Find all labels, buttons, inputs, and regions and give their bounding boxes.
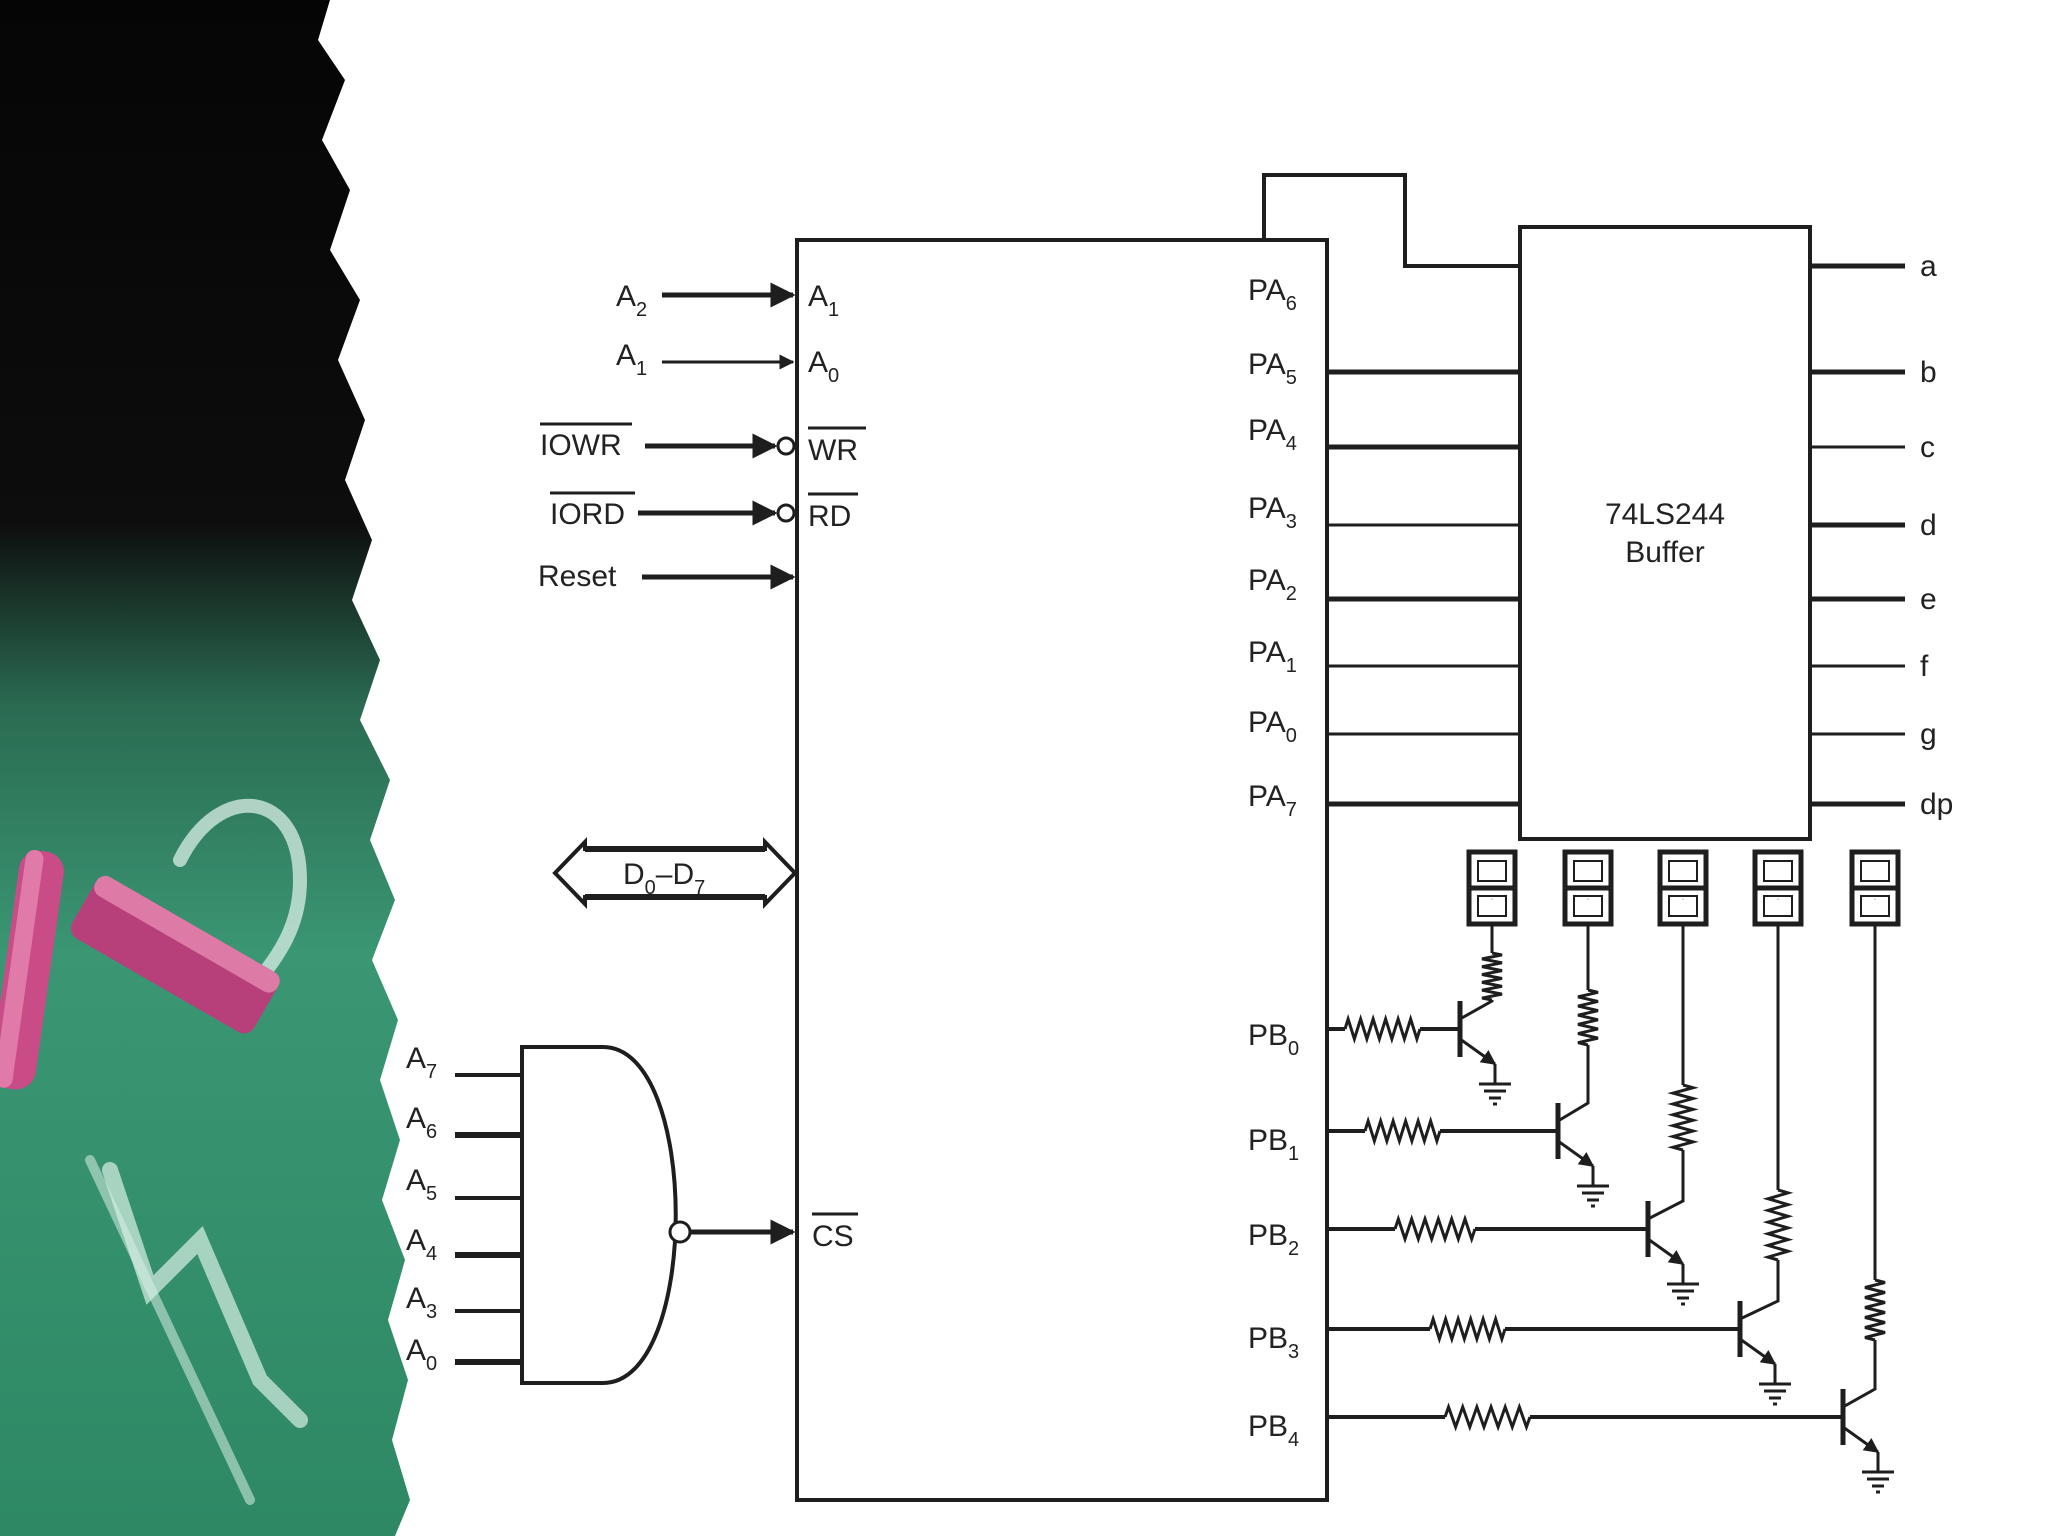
input-label-a2: A2	[616, 280, 647, 321]
seven-segment-display-3: 8	[1752, 849, 1804, 927]
display-digit-2: 8	[1682, 899, 1684, 901]
display-digit-3: 8	[1777, 899, 1779, 901]
seven-segment-display-4: 8	[1849, 849, 1901, 927]
pa-bus-wires	[1327, 369, 1520, 807]
buffer-label-line2: Buffer	[1625, 536, 1705, 569]
segment-label-d: d	[1920, 509, 1937, 542]
nand-input-label-a5: A5	[406, 1164, 437, 1205]
display-digit-0: 8	[1491, 899, 1493, 901]
segment-label-f: f	[1920, 650, 1929, 683]
transistor-driver-pb3	[1327, 924, 1794, 1406]
pin-label-pb4: PB4	[1248, 1410, 1299, 1451]
transistor-driver-pb1	[1327, 924, 1609, 1208]
nand-input-label-a6: A6	[406, 1102, 437, 1143]
chalk-pieces-image	[0, 849, 280, 1090]
transistor-driver-pb2	[1327, 924, 1699, 1306]
pin-label-pa0: PA0	[1248, 706, 1297, 747]
ppi-chip-body	[795, 238, 1329, 1502]
segment-label-g: g	[1920, 718, 1937, 751]
data-bus-arrow	[552, 837, 798, 909]
chalkboard-background	[0, 0, 410, 1536]
left-input-wires	[638, 282, 796, 590]
pin-label-pa5: PA5	[1248, 348, 1297, 389]
segment-label-b: b	[1920, 356, 1937, 389]
pin-label-a0: A0	[808, 346, 839, 387]
segment-label-c: c	[1920, 431, 1935, 464]
pin-label-rd: RD	[808, 500, 851, 533]
pin-label-pb3: PB3	[1248, 1322, 1299, 1363]
rd-inversion-bubble	[776, 503, 796, 523]
pin-label-pa7: PA7	[1248, 780, 1297, 821]
nand-input-wires	[455, 1073, 522, 1365]
pin-label-pa4: PA4	[1248, 414, 1297, 455]
seven-segment-display-1: 8	[1562, 849, 1614, 927]
pin-label-pa2: PA2	[1248, 564, 1297, 605]
pin-label-a1: A1	[808, 280, 839, 321]
segment-label-dp: dp	[1920, 788, 1953, 821]
input-label-iowr: IOWR	[540, 429, 622, 462]
seven-segment-display-0: 8	[1466, 849, 1518, 927]
nand-input-label-a3: A3	[406, 1282, 437, 1323]
pin-label-pb0: PB0	[1248, 1019, 1299, 1060]
transistor-driver-pb4	[1327, 924, 1894, 1494]
segment-label-a: a	[1920, 250, 1937, 283]
pin-label-wr: WR	[808, 434, 858, 467]
input-label-reset: Reset	[538, 560, 617, 593]
buffer-label-line1: 74LS244	[1605, 498, 1725, 531]
pin-label-pb1: PB1	[1248, 1124, 1299, 1165]
pa6-loop-wire	[1262, 173, 1520, 268]
pin-label-pa3: PA3	[1248, 492, 1297, 533]
nand-gate	[520, 1045, 796, 1385]
input-label-a1: A1	[616, 339, 647, 380]
seven-segment-display-2: 8	[1657, 849, 1709, 927]
segment-label-e: e	[1920, 583, 1937, 616]
display-digit-4: 8	[1874, 899, 1876, 901]
nand-input-label-a4: A4	[406, 1224, 437, 1265]
data-bus-label: D0–D7	[623, 858, 705, 899]
buffer-chip	[1518, 225, 1812, 841]
wr-inversion-bubble	[776, 436, 796, 456]
pin-label-pb2: PB2	[1248, 1219, 1299, 1260]
display-digit-1: 8	[1587, 899, 1589, 901]
input-label-iord: IORD	[550, 498, 625, 531]
transistor-driver-pb0	[1327, 924, 1511, 1106]
nand-input-label-a7: A7	[406, 1042, 437, 1083]
pin-label-pa1: PA1	[1248, 636, 1297, 677]
nand-input-label-a0: A0	[406, 1334, 437, 1375]
pin-label-cs: CS	[812, 1220, 854, 1253]
pin-label-pa6: PA6	[1248, 274, 1297, 315]
